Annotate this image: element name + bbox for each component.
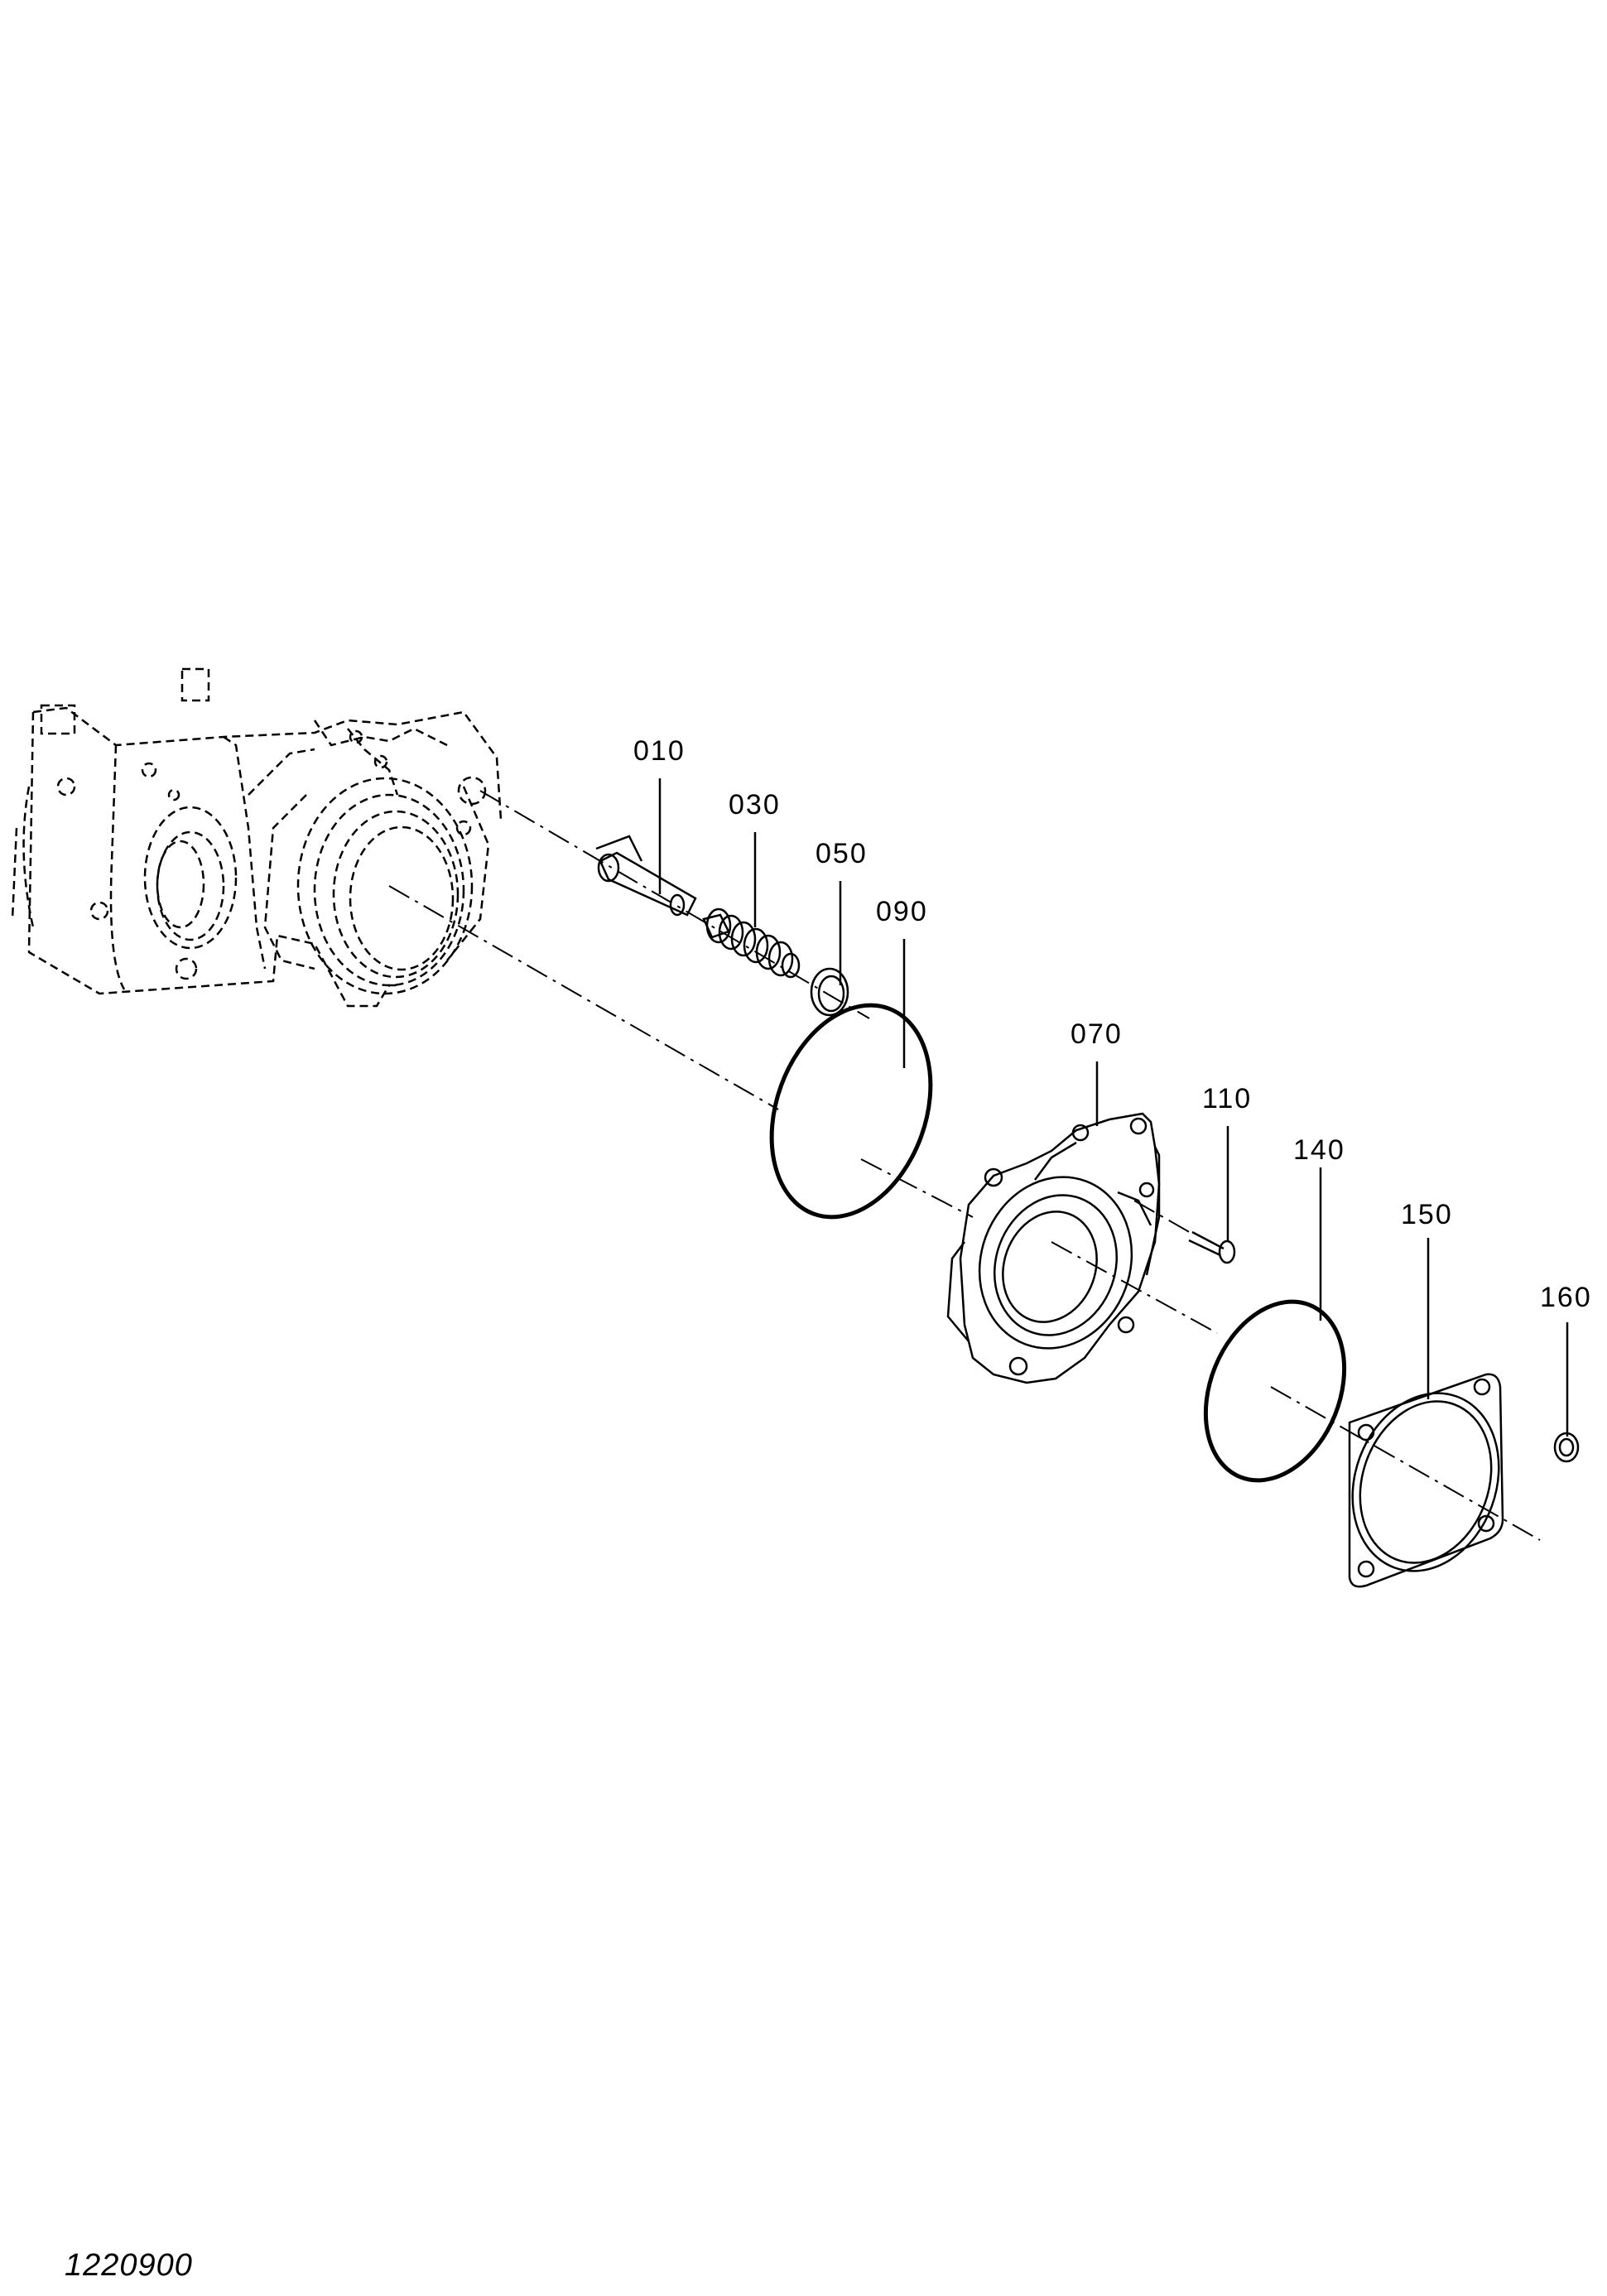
housing-reference-part bbox=[11, 667, 503, 1008]
label-150: 150 bbox=[1401, 1199, 1453, 1230]
label-110: 110 bbox=[1202, 1083, 1252, 1114]
part-150-gasket bbox=[1348, 1373, 1504, 1588]
part-010-valve-stem bbox=[595, 835, 697, 917]
part-050-snap-ring bbox=[810, 967, 849, 1017]
assembly-axes bbox=[388, 790, 1541, 1541]
part-070-cover bbox=[946, 1112, 1161, 1384]
label-050: 050 bbox=[816, 838, 868, 869]
label-090: 090 bbox=[876, 896, 928, 927]
document-number: 1220900 bbox=[65, 2248, 193, 2283]
label-140: 140 bbox=[1293, 1134, 1345, 1166]
part-140-o-ring bbox=[1203, 1299, 1347, 1483]
part-090-o-ring bbox=[769, 1003, 933, 1220]
label-030: 030 bbox=[729, 789, 781, 821]
label-010: 010 bbox=[633, 735, 686, 767]
part-030-spring bbox=[702, 907, 801, 979]
label-070: 070 bbox=[1071, 1018, 1123, 1050]
part-labels: 010 030 050 090 070 110 140 150 160 bbox=[633, 735, 1592, 1313]
part-160-washer bbox=[1553, 1432, 1580, 1463]
leader-lines bbox=[658, 778, 1569, 1437]
label-160: 160 bbox=[1540, 1282, 1592, 1313]
